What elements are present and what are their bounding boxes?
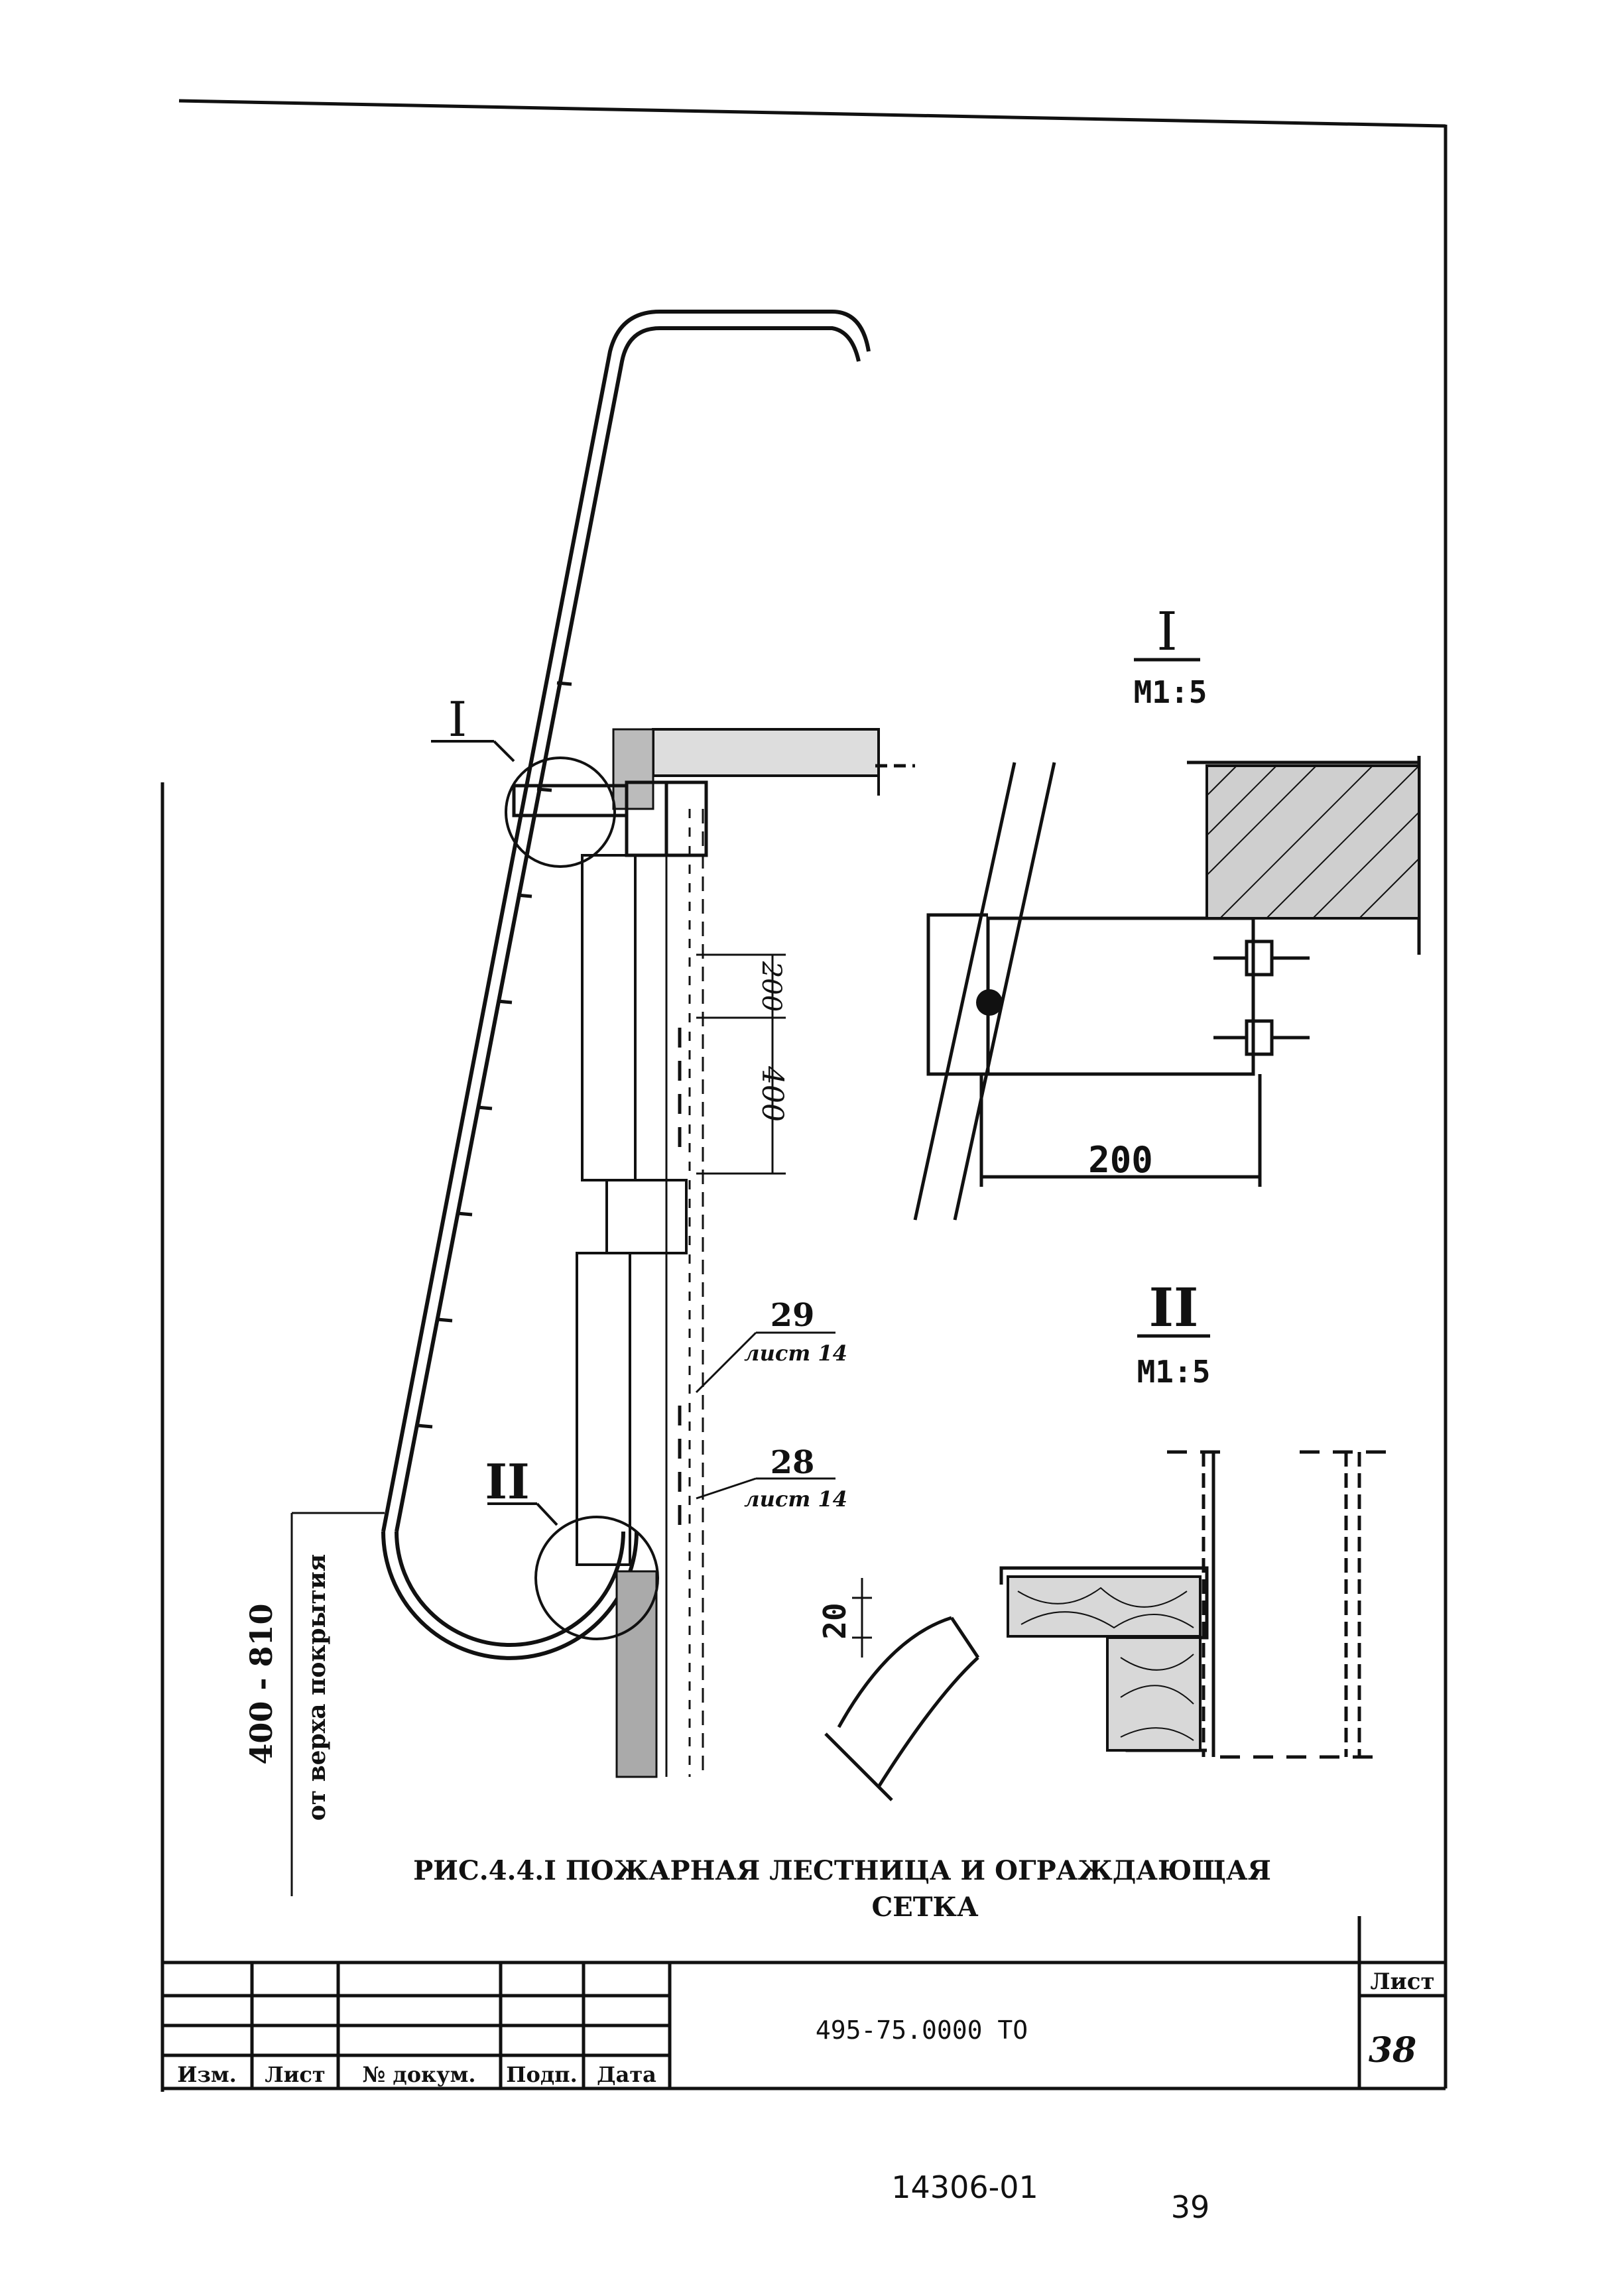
detail-one-title: I (1156, 601, 1178, 662)
title-col-doc: № докум. (362, 2062, 475, 2087)
height-dimension (290, 1512, 385, 1896)
detail-one-drawing (875, 756, 1421, 1221)
part-28-number: 28 (771, 1444, 815, 1481)
detail-one-pivot-dot (976, 989, 1003, 1016)
detail-one-bolts (1213, 939, 1310, 1056)
title-sheet-label: Лист (1370, 1968, 1434, 1995)
detail-two-title-block: II M1:5 (1137, 1276, 1211, 1390)
figure-caption-line-2: СЕТКА (871, 1892, 978, 1923)
title-col-date: Дата (597, 2062, 656, 2087)
footer-code: 14306-01 (891, 2169, 1038, 2205)
detail-one-scale: M1:5 (1134, 674, 1207, 710)
lower-wall-hatch (615, 1570, 658, 1778)
detail-two-wood-post (1106, 1636, 1202, 1752)
title-sheet-number: 38 (1369, 2030, 1416, 2071)
fence-net-panels (576, 854, 688, 1566)
main-dim-400: 400 (755, 1065, 789, 1122)
callout-leaders (431, 740, 558, 1526)
part-28-sheet: лист 14 (744, 1486, 847, 1512)
height-reference-label: от верха покрытия (303, 1554, 331, 1821)
title-col-list: Лист (265, 2062, 325, 2087)
detail-two-grain (1017, 1587, 1194, 1741)
title-block-grid (162, 1916, 1446, 2088)
part-29-sheet: лист 14 (744, 1341, 847, 1366)
part-29-number: 29 (771, 1297, 815, 1334)
detail-one-title-block: I M1:5 (1134, 601, 1207, 710)
detail-circle-two (534, 1516, 659, 1640)
height-range-label: 400 - 810 (243, 1603, 279, 1764)
title-designation: 495-75.0000 ТО (816, 2016, 1028, 2045)
detail-one-hatch-pattern (1206, 765, 1420, 919)
main-dimension-lines (696, 953, 786, 1175)
main-dim-200: 200 (756, 961, 786, 1012)
detail-one-wall-hatch (1205, 764, 1420, 920)
sheet-frame (160, 99, 1448, 2092)
detail-one-dim-200: 200 (1088, 1139, 1153, 1181)
callout-mark-one: I (448, 692, 467, 747)
figure-caption-line-1: РИС.4.4.I ПОЖАРНАЯ ЛЕСТНИЦА И ОГРАЖДАЮЩА… (413, 1855, 1271, 1886)
detail-two-dim-lines (852, 1578, 872, 1658)
detail-two-wood-block (1007, 1575, 1202, 1638)
title-col-izm: Изм. (177, 2062, 237, 2087)
callout-mark-two: II (485, 1453, 529, 1510)
roof-parapet (612, 728, 880, 810)
detail-two-dim-20: 20 (817, 1602, 853, 1639)
footer-page-number: 39 (1171, 2189, 1210, 2225)
title-col-podp: Подп. (506, 2062, 577, 2087)
detail-two-title: II (1149, 1276, 1199, 1339)
wall-lines (665, 809, 704, 1777)
part-leaders (695, 1331, 835, 1500)
ladder-rungs (417, 681, 572, 1429)
detail-two-scale: M1:5 (1137, 1354, 1211, 1390)
detail-circle-one (505, 756, 616, 868)
ladder-rail (381, 310, 871, 1660)
